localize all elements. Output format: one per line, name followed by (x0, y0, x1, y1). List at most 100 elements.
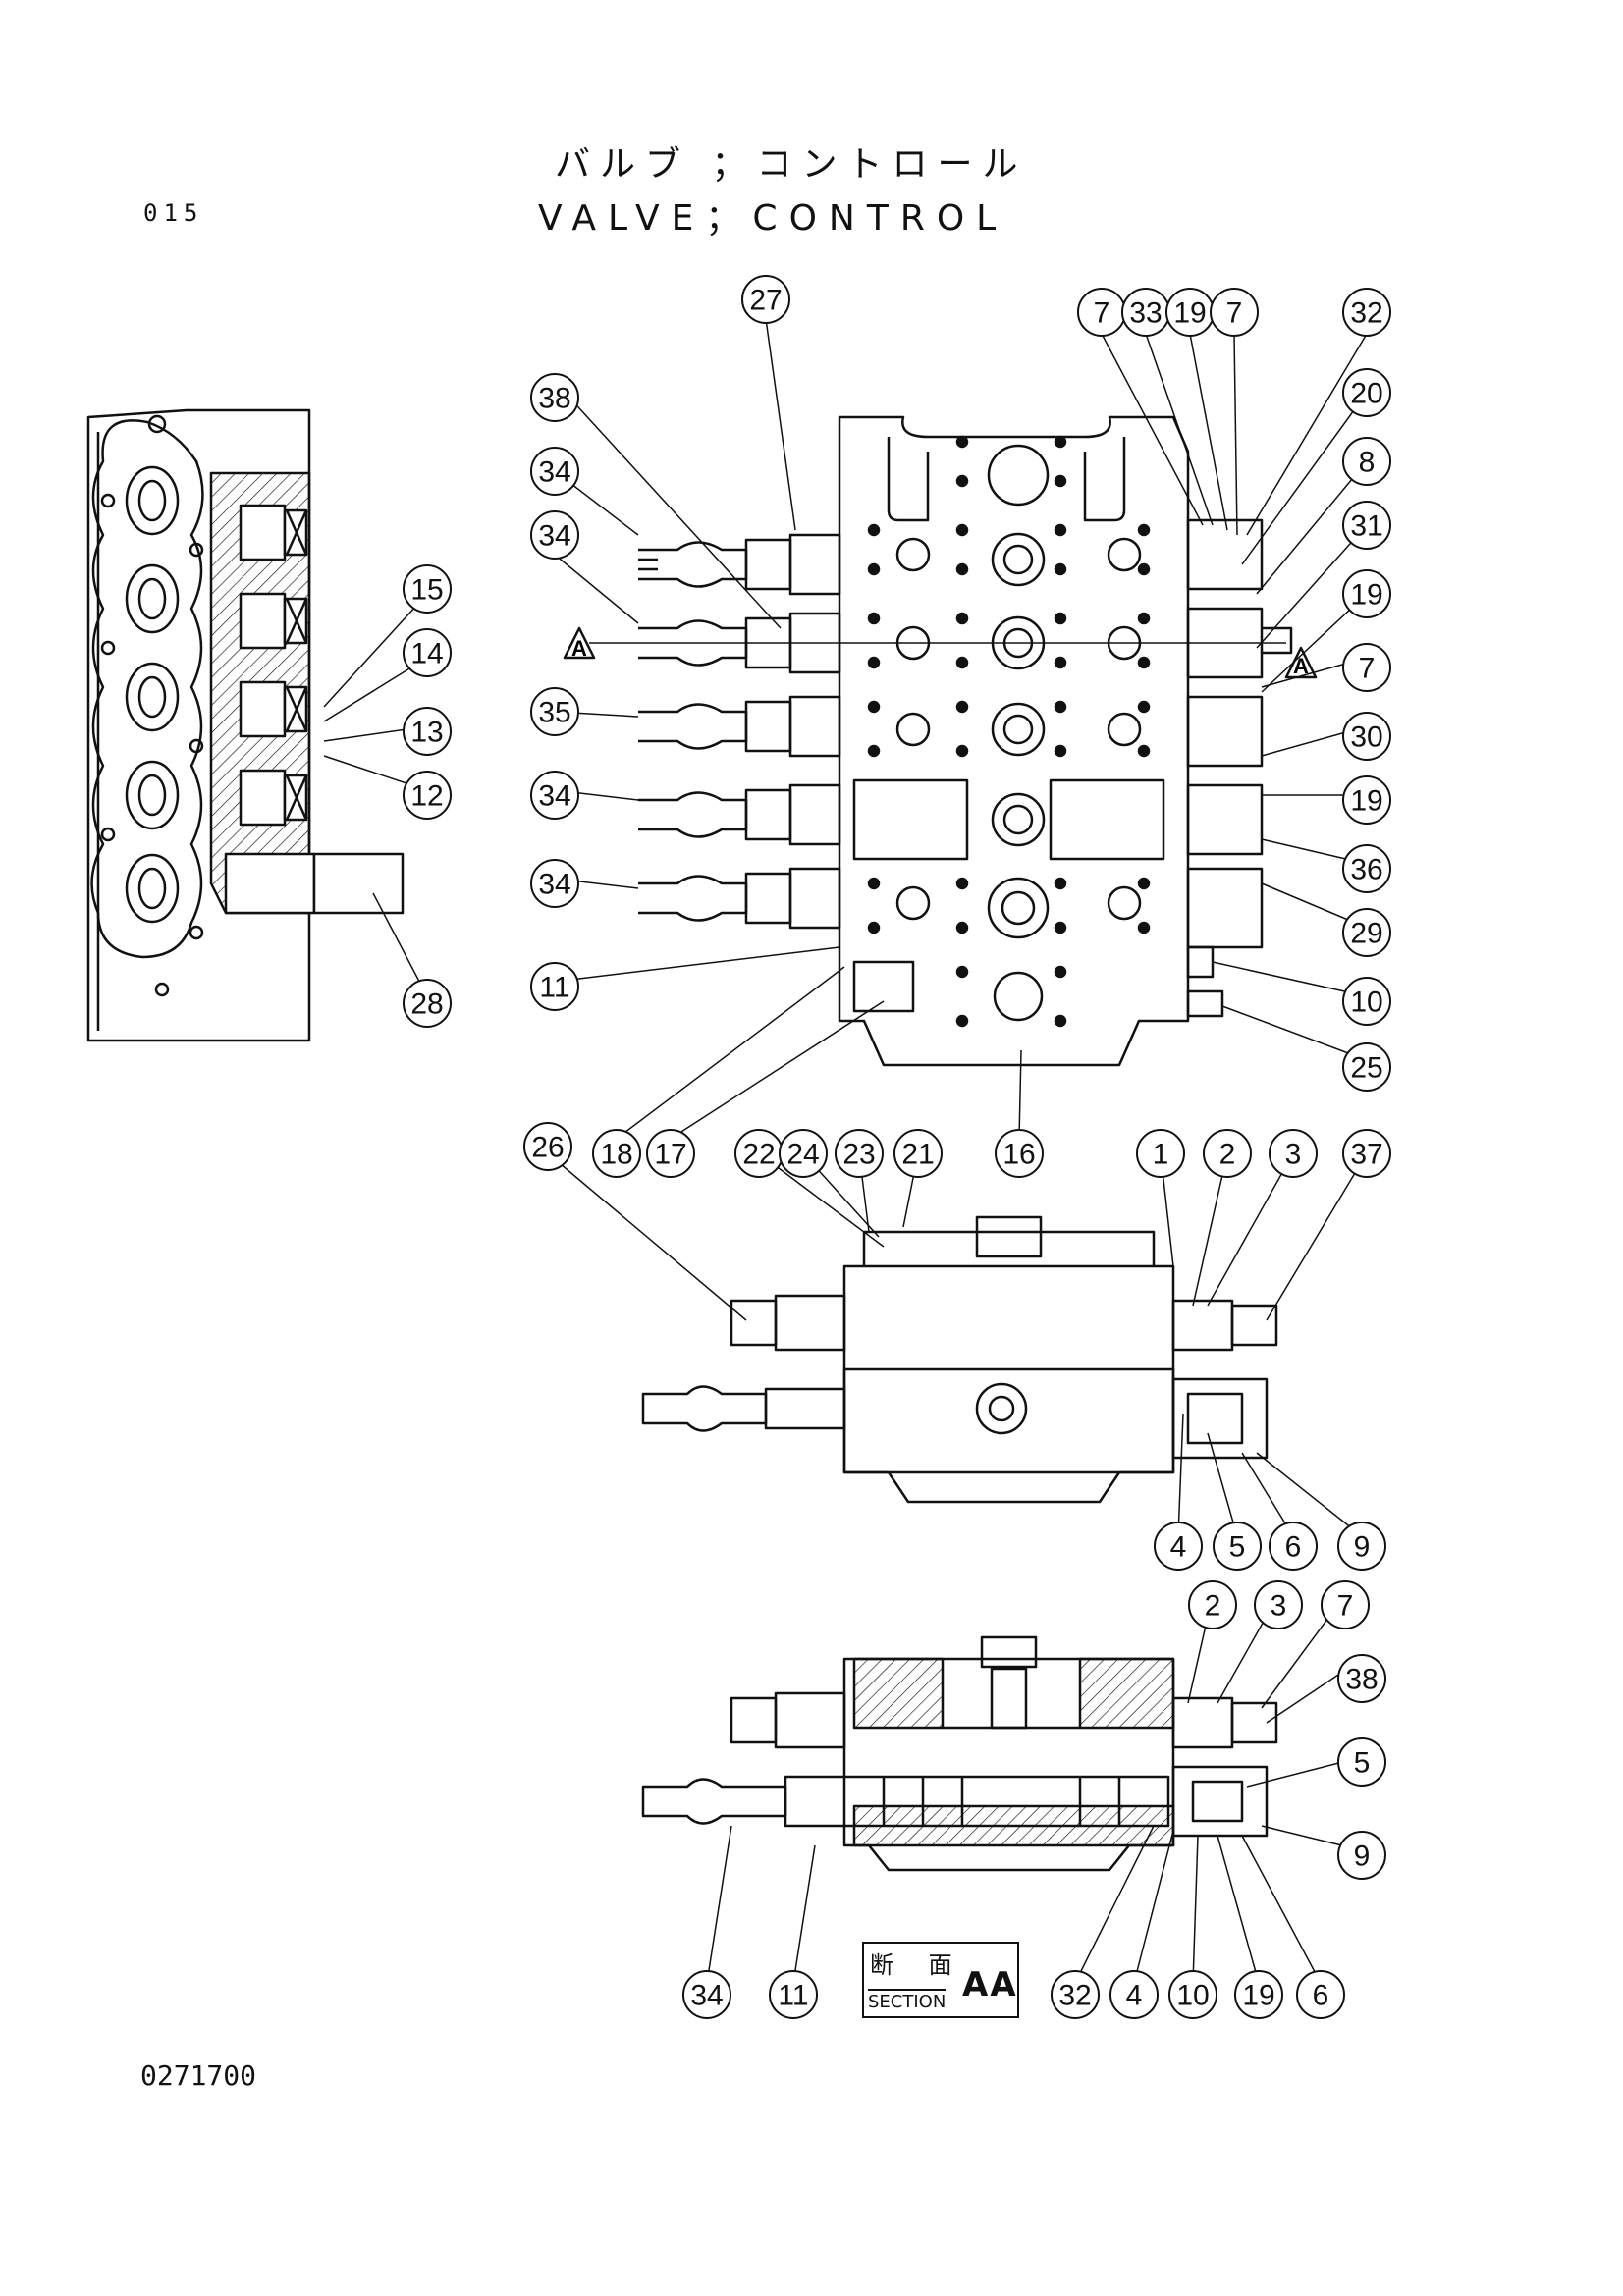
callout-number: 8 (1359, 447, 1376, 479)
callout-37: 37 (1342, 1129, 1391, 1178)
callout-7: 7 (1321, 1580, 1370, 1629)
callout-2: 2 (1203, 1129, 1252, 1178)
callout-number: 9 (1354, 1841, 1371, 1873)
callout-7: 7 (1077, 288, 1126, 337)
page-number: 015 (143, 199, 204, 227)
callout-3: 3 (1254, 1580, 1303, 1629)
callout-34: 34 (530, 510, 579, 560)
callout-9: 9 (1337, 1522, 1386, 1571)
top-view-drawing (641, 1215, 1278, 1504)
callout-number: 25 (1350, 1052, 1382, 1085)
callout-7: 7 (1210, 288, 1259, 337)
section-view-drawing (641, 1635, 1278, 1872)
callout-number: 5 (1354, 1747, 1371, 1780)
callout-19: 19 (1342, 569, 1391, 618)
callout-4: 4 (1154, 1522, 1203, 1571)
callout-38: 38 (530, 373, 579, 422)
callout-19: 19 (1234, 1970, 1283, 2019)
callout-number: 6 (1313, 1980, 1329, 2012)
section-aa-label: 断 面 SECTION AA (862, 1942, 1019, 2018)
callout-number: 38 (1345, 1664, 1378, 1696)
callout-number: 7 (1226, 297, 1243, 330)
callout-13: 13 (403, 707, 452, 756)
callout-number: 11 (778, 1980, 808, 2012)
callout-number: 19 (1350, 785, 1382, 818)
callout-8: 8 (1342, 437, 1391, 486)
callout-number: 27 (749, 285, 782, 317)
callout-5: 5 (1213, 1522, 1262, 1571)
callout-number: 7 (1337, 1590, 1354, 1623)
callout-32: 32 (1342, 288, 1391, 337)
callout-number: 18 (600, 1139, 632, 1171)
callout-32: 32 (1051, 1970, 1100, 2019)
callout-number: 34 (538, 780, 570, 813)
title-japanese: バルブ ；コントロール (555, 144, 1028, 185)
callout-number: 28 (410, 988, 443, 1021)
drawing-code: 0271700 (140, 2059, 257, 2092)
callout-number: 5 (1229, 1531, 1246, 1564)
callout-24: 24 (779, 1129, 828, 1178)
callout-number: 23 (842, 1139, 875, 1171)
section-label-suffix: AA (962, 1965, 1018, 2004)
callout-number: 34 (690, 1980, 723, 2012)
callout-number: 10 (1176, 1980, 1209, 2012)
callout-29: 29 (1342, 908, 1391, 957)
callout-34: 34 (682, 1970, 731, 2019)
callout-28: 28 (403, 979, 452, 1028)
callout-number: 14 (410, 638, 443, 670)
callout-34: 34 (530, 859, 579, 908)
callout-number: 32 (1058, 1980, 1091, 2012)
callout-number: 19 (1173, 297, 1206, 330)
callout-number: 9 (1354, 1531, 1371, 1564)
callout-number: 26 (531, 1132, 564, 1164)
callout-15: 15 (403, 564, 452, 614)
callout-23: 23 (835, 1129, 884, 1178)
callout-number: 3 (1285, 1139, 1302, 1171)
callout-12: 12 (403, 771, 452, 820)
callout-34: 34 (530, 447, 579, 496)
callout-19: 19 (1342, 775, 1391, 825)
callout-number: 21 (901, 1139, 934, 1171)
callout-number: 12 (410, 780, 443, 813)
callout-21: 21 (893, 1129, 943, 1178)
callout-number: 35 (538, 697, 570, 729)
callout-number: 3 (1271, 1590, 1287, 1623)
callout-6: 6 (1269, 1522, 1318, 1571)
callout-number: 19 (1242, 1980, 1274, 2012)
callout-27: 27 (741, 275, 790, 324)
callout-number: 11 (539, 972, 569, 1004)
callout-number: 29 (1350, 918, 1382, 950)
callout-17: 17 (646, 1129, 695, 1178)
callout-31: 31 (1342, 501, 1391, 550)
callout-number: 6 (1285, 1531, 1302, 1564)
callout-number: 34 (538, 869, 570, 901)
callout-19: 19 (1165, 288, 1215, 337)
front-view-drawing (563, 415, 1318, 1067)
section-marker-right: A (1293, 654, 1309, 678)
callout-26: 26 (523, 1122, 572, 1171)
callout-33: 33 (1121, 288, 1170, 337)
callout-number: 7 (1094, 297, 1110, 330)
side-view-drawing (86, 408, 405, 1042)
callout-number: 10 (1350, 987, 1382, 1019)
callout-18: 18 (592, 1129, 641, 1178)
callout-5: 5 (1337, 1737, 1386, 1787)
callout-7: 7 (1342, 643, 1391, 692)
callout-number: 32 (1350, 297, 1382, 330)
callout-number: 17 (654, 1139, 686, 1171)
callout-number: 2 (1205, 1590, 1221, 1623)
callout-number: 19 (1350, 579, 1382, 612)
callout-number: 24 (786, 1139, 819, 1171)
callout-number: 15 (410, 574, 443, 607)
callout-11: 11 (769, 1970, 818, 2019)
callout-9: 9 (1337, 1831, 1386, 1880)
callout-10: 10 (1342, 977, 1391, 1026)
callout-34: 34 (530, 771, 579, 820)
callout-number: 37 (1350, 1139, 1382, 1171)
callout-16: 16 (995, 1129, 1044, 1178)
callout-number: 20 (1350, 378, 1382, 410)
callout-35: 35 (530, 687, 579, 736)
callout-number: 22 (742, 1139, 775, 1171)
